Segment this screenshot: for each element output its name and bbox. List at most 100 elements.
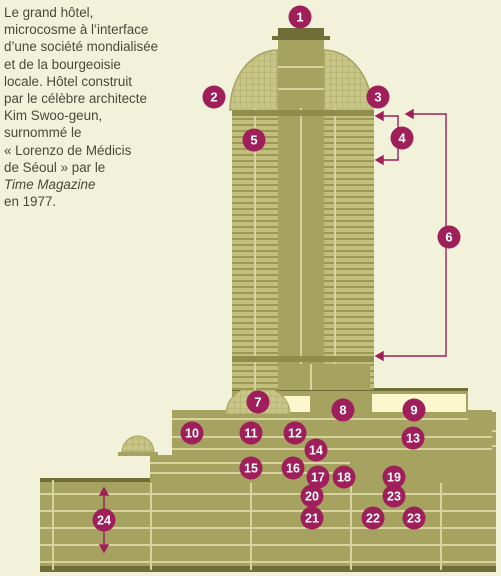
shaft-line	[310, 364, 312, 390]
podium-wing-left	[40, 478, 200, 482]
marker-label: 5	[250, 133, 257, 148]
marker-label: 11	[244, 427, 257, 441]
arrowhead-4a	[374, 110, 384, 122]
marker-7: 7	[246, 390, 270, 414]
shaft-line	[334, 108, 336, 390]
marker-5: 5	[242, 128, 266, 152]
marker-circle	[402, 506, 426, 530]
marker-label: 3	[374, 90, 381, 105]
marker-20: 20	[300, 484, 324, 508]
marker-circle	[300, 484, 324, 508]
marker-label: 24	[97, 514, 111, 528]
marker-circle	[281, 456, 305, 480]
marker-label: 23	[387, 490, 401, 504]
small-dome	[121, 435, 155, 453]
marker-label: 23	[407, 512, 421, 526]
floor-line	[172, 418, 492, 420]
marker-2: 2	[202, 85, 226, 109]
marker-13: 13	[401, 426, 425, 450]
marker-12: 12	[283, 421, 307, 445]
marker-label: 14	[309, 444, 323, 458]
marker-label: 15	[244, 462, 258, 476]
marker-circle	[366, 85, 390, 109]
arrowhead-24a	[98, 486, 110, 496]
caption-magazine: Time Magazine	[4, 177, 96, 193]
marker-label: 1	[296, 10, 303, 25]
arrowhead-6a	[404, 108, 414, 120]
shaft-line	[300, 108, 302, 390]
caption-text: Le grand hôtel, microcosme à l’interface…	[4, 4, 214, 210]
caption-line: Le grand hôtel,	[4, 5, 94, 20]
marker-17: 17	[306, 465, 330, 489]
marker-label: 13	[406, 432, 420, 446]
podium-upper	[172, 410, 492, 458]
wall-line	[250, 480, 252, 570]
marker-label: 20	[305, 490, 319, 504]
floor-line	[150, 462, 480, 464]
marker-circle	[304, 438, 328, 462]
marker-circle	[92, 508, 116, 532]
caption-line: locale. Hôtel construit	[4, 73, 133, 89]
basement-slab	[40, 566, 496, 572]
marker-circle	[331, 398, 355, 422]
marker-label: 8	[339, 403, 346, 418]
service-floor	[232, 110, 374, 116]
marker-label: 17	[311, 471, 325, 485]
marker-21: 21	[300, 506, 324, 530]
wall-line	[350, 480, 352, 570]
marker-14: 14	[304, 438, 328, 462]
core-floor	[278, 66, 324, 68]
marker-circle	[306, 465, 330, 489]
marker-18: 18	[332, 465, 356, 489]
podium	[40, 385, 496, 572]
wall-line	[150, 480, 152, 570]
marker-3: 3	[366, 85, 390, 109]
terrace-step	[468, 412, 496, 420]
rooftop	[278, 28, 324, 36]
caption-line: de Séoul » par le	[4, 159, 106, 175]
tower	[229, 28, 374, 390]
caption-line: surnommé le	[4, 125, 82, 141]
wall-line	[52, 480, 54, 570]
marker-circle	[246, 390, 270, 414]
caption-line: « Lorenzo de Médicis	[4, 142, 132, 158]
marker-circle	[382, 465, 406, 489]
marker-24: 24	[92, 508, 116, 532]
marker-11: 11	[239, 421, 263, 445]
marker-circle	[180, 421, 204, 445]
arrowhead-6b	[374, 350, 384, 362]
marker-label: 16	[286, 462, 300, 476]
marker-circle	[332, 465, 356, 489]
marker-4: 4	[390, 126, 414, 150]
marker-label: 6	[445, 230, 452, 245]
marker-22: 22	[361, 506, 385, 530]
crown-dome-left	[229, 49, 279, 111]
caption-line: Kim Swoo-geun,	[4, 108, 103, 124]
marker-circle	[239, 456, 263, 480]
small-dome-base	[118, 452, 158, 456]
arrowhead-24b	[98, 544, 110, 554]
caption-line: en 1977.	[4, 194, 57, 210]
marker-label: 4	[398, 131, 406, 146]
shaft-line	[254, 108, 256, 390]
marker-10: 10	[180, 421, 204, 445]
marker-circle	[390, 126, 414, 150]
marker-6: 6	[437, 225, 461, 249]
tower-base-glass	[278, 364, 370, 390]
caption-line: microcosme à l’interface	[4, 22, 149, 38]
arrowhead-4b	[374, 154, 384, 166]
marker-label: 21	[305, 512, 319, 526]
marker-label: 22	[366, 512, 380, 526]
marker-circle	[401, 426, 425, 450]
marker-circle	[239, 421, 263, 445]
crown-dome-right	[323, 49, 373, 111]
caption-line: d’une société mondialisée	[4, 39, 159, 55]
marker-circle	[300, 506, 324, 530]
marker-circle	[402, 398, 426, 422]
marker-circle	[202, 85, 226, 109]
bracket-6	[380, 113, 447, 357]
marker-19: 19	[382, 465, 406, 489]
